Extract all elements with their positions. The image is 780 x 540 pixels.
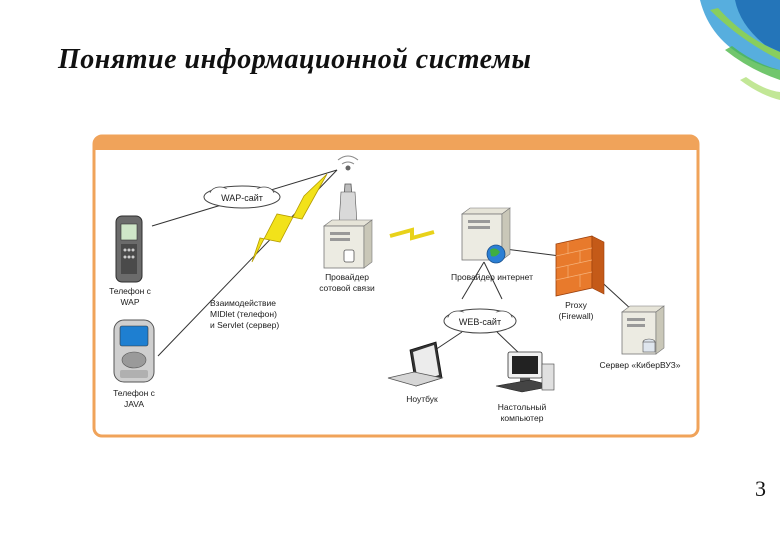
kibervuz-server-icon <box>621 305 665 355</box>
wap-site-label: WAP-сайт <box>221 193 263 203</box>
interaction-label-line1: Взаимодействие <box>210 298 276 308</box>
phone-wap-label-line1: Телефон с <box>109 286 152 296</box>
desktop-label-line2: компьютер <box>501 413 544 423</box>
phone-java-label-line1: Телефон с <box>113 388 156 398</box>
server-label: Сервер «КиберВУЗ» <box>600 360 681 370</box>
firewall-icon <box>555 235 605 297</box>
cell-provider-server-icon <box>323 219 373 269</box>
desktop-label-line1: Настольный <box>498 402 547 412</box>
slide-title: Понятие информационной системы <box>58 44 532 75</box>
corner-decoration <box>700 0 780 100</box>
diagram-frame <box>92 134 700 438</box>
phone-java-icon <box>113 319 155 383</box>
internet-provider-label: Провайдер интернет <box>451 272 533 282</box>
interaction-label-line2: MIDlet (телефон) <box>210 309 277 319</box>
phone-wap-icon <box>115 215 143 283</box>
proxy-label-line2: (Firewall) <box>559 311 594 321</box>
phone-wap-label-line2: WAP <box>120 297 139 307</box>
page-number: 3 <box>755 476 766 501</box>
web-site-label: WEB-сайт <box>459 317 501 327</box>
link-lightning-icon <box>389 227 435 241</box>
network-diagram: WAP-сайт WEB-сайт Телефон с WAP Телефон … <box>92 134 700 438</box>
web-site-cloud: WEB-сайт <box>443 308 517 334</box>
cell-provider-label-line1: Провайдер <box>325 272 369 282</box>
laptop-label: Ноутбук <box>406 394 438 404</box>
interaction-label-line3: и Servlet (сервер) <box>210 320 279 330</box>
wireless-lightning-icon <box>251 173 328 263</box>
internet-provider-server-icon <box>461 207 511 264</box>
laptop-icon <box>387 341 444 387</box>
proxy-label-line1: Proxy <box>565 300 587 310</box>
phone-java-label-line2: JAVA <box>124 399 144 409</box>
cell-provider-label-line2: сотовой связи <box>319 283 375 293</box>
desktop-computer-icon <box>495 351 555 393</box>
wap-site-cloud: WAP-сайт <box>203 185 281 209</box>
